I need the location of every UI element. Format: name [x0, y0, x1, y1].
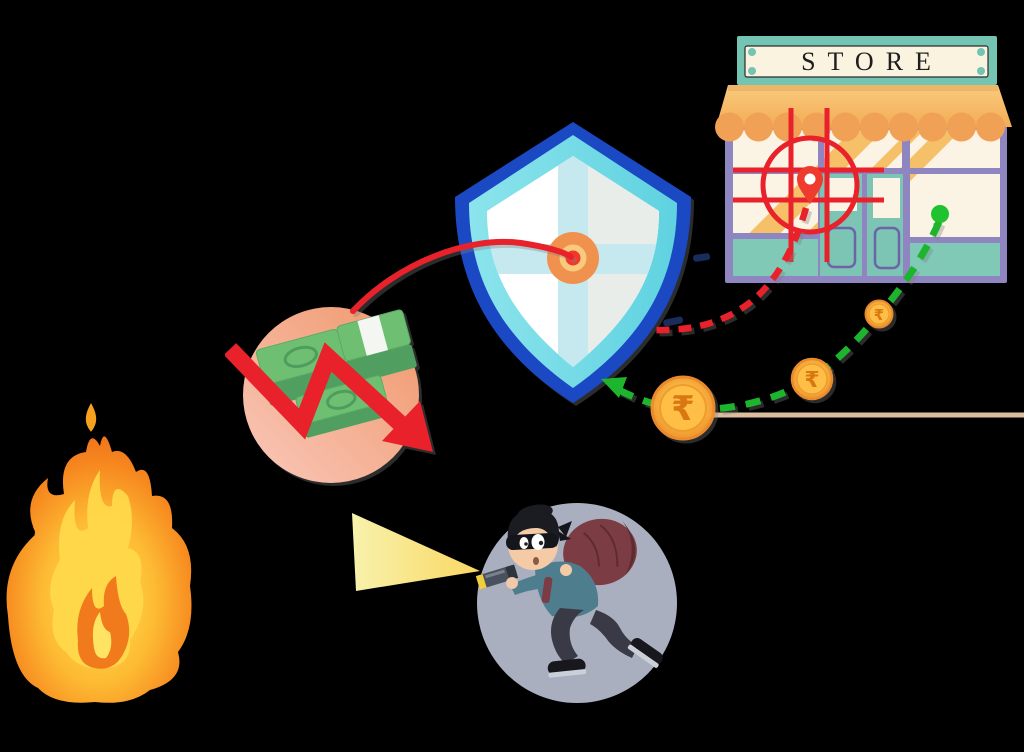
store-icon: STORE — [715, 36, 1012, 283]
thief-hand — [506, 577, 518, 589]
rupee-coin-medium: ₹ — [790, 357, 834, 401]
rupee-symbol: ₹ — [671, 389, 695, 429]
thief-front-shoe — [547, 658, 587, 678]
red-dashed-threat-path — [650, 207, 810, 334]
shield-icon — [455, 122, 691, 403]
sack-tie — [541, 576, 553, 604]
burglar-icon — [352, 503, 677, 703]
store-awning — [715, 85, 1012, 142]
fire-core-flame — [77, 576, 130, 669]
thief-head — [506, 504, 572, 570]
rupee-coin-large: ₹ — [650, 375, 716, 441]
thief-hand-2 — [560, 564, 572, 576]
fire-core-highlight — [92, 612, 112, 659]
financial-loss-icon — [225, 307, 433, 483]
rupee-symbol: ₹ — [874, 306, 884, 324]
thief-front-leg — [551, 608, 584, 664]
awning-scallops — [715, 112, 1005, 142]
thief-back-shoe — [627, 638, 663, 668]
thief-mouth — [533, 557, 539, 565]
store-sign: STORE — [737, 36, 997, 85]
location-pin-icon — [797, 166, 823, 204]
flashlight-beam — [352, 513, 480, 591]
rupee-symbol: ₹ — [804, 368, 819, 393]
flashlight-icon — [475, 564, 519, 590]
thief-back-leg — [590, 610, 638, 658]
declining-arrow-icon — [225, 342, 433, 452]
fire-icon — [6, 403, 192, 703]
green-arrowhead — [601, 377, 627, 398]
threat-line-to-shield — [350, 239, 574, 314]
rupee-coin-small: ₹ — [864, 299, 894, 329]
store-sign-text: STORE — [801, 47, 943, 76]
thief-torso — [535, 561, 599, 618]
navy-dashes — [663, 253, 711, 327]
